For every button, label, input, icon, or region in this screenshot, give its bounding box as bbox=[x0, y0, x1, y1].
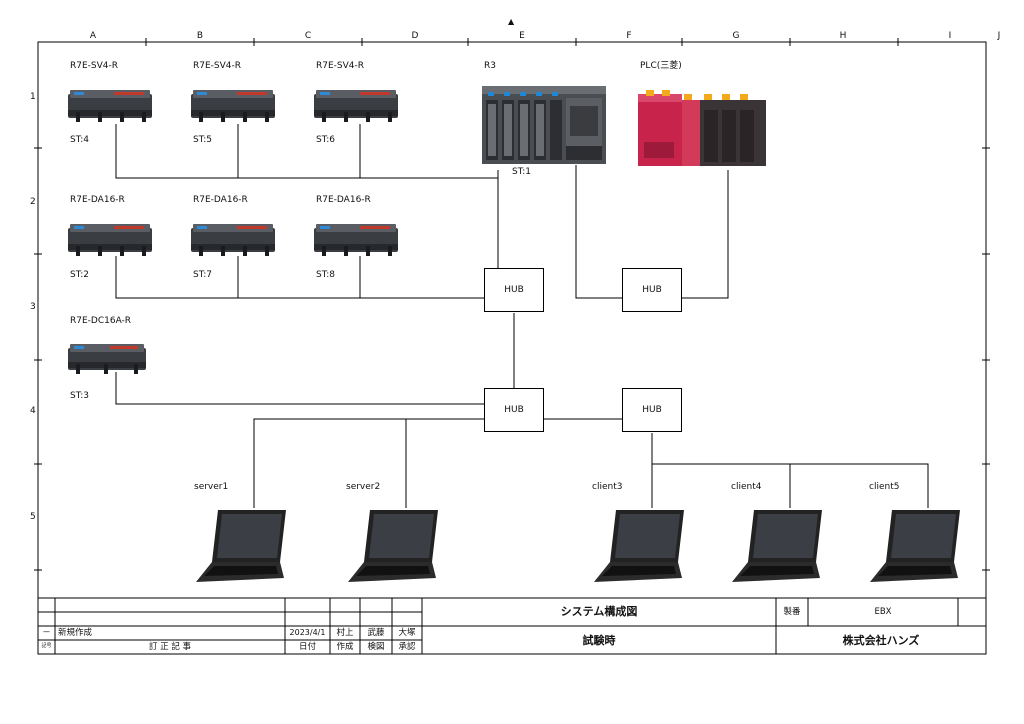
module-st6-picture bbox=[314, 88, 398, 128]
revision-mark: － bbox=[42, 628, 51, 638]
drawn-label: 作成 bbox=[336, 642, 354, 652]
hub-client-label: HUB bbox=[642, 405, 662, 415]
approved-label: 承認 bbox=[398, 642, 416, 652]
computer-server2-label: server2 bbox=[346, 482, 381, 492]
column-label-b: B bbox=[196, 31, 204, 41]
checked-label: 検図 bbox=[367, 642, 385, 652]
top-center-marker: ▲ bbox=[508, 17, 515, 26]
module-st5-picture bbox=[191, 88, 275, 128]
module-st5-model: R7E-SV4-R bbox=[193, 61, 242, 71]
column-label-d: D bbox=[411, 31, 419, 41]
hub-server: HUB bbox=[484, 388, 544, 432]
module-st8-station: ST:8 bbox=[316, 270, 335, 280]
company-name: 株式会社ハンズ bbox=[842, 634, 920, 647]
row-label-5: 5 bbox=[30, 512, 36, 522]
plc-picture bbox=[638, 90, 768, 174]
computer-client5-label: client5 bbox=[869, 482, 900, 492]
checked-by: 武藤 bbox=[367, 628, 385, 638]
row-label-4: 4 bbox=[30, 406, 36, 416]
module-st2-picture bbox=[68, 222, 152, 262]
module-st2-station: ST:2 bbox=[70, 270, 89, 280]
hub-main-label: HUB bbox=[504, 285, 524, 295]
drawn-by: 村上 bbox=[336, 628, 354, 638]
row-label-1: 1 bbox=[30, 92, 36, 102]
laptop-icon bbox=[344, 508, 440, 588]
hub-server-label: HUB bbox=[504, 405, 524, 415]
laptop-icon bbox=[728, 508, 824, 588]
module-st4-station: ST:4 bbox=[70, 135, 89, 145]
module-st3-picture bbox=[68, 342, 146, 380]
column-label-f: F bbox=[626, 31, 632, 41]
module-st7-model: R7E-DA16-R bbox=[193, 195, 248, 205]
module-st4-model: R7E-SV4-R bbox=[70, 61, 119, 71]
column-label-i: I bbox=[948, 31, 952, 41]
module-st4-picture bbox=[68, 88, 152, 128]
column-label-a: A bbox=[89, 31, 97, 41]
module-st8-picture bbox=[314, 222, 398, 262]
module-st2-model: R7E-DA16-R bbox=[70, 195, 125, 205]
module-st3-model: R7E-DC16A-R bbox=[70, 316, 132, 326]
hub-plc: HUB bbox=[622, 268, 682, 312]
r3-station: ST:1 bbox=[512, 167, 531, 177]
hub-client: HUB bbox=[622, 388, 682, 432]
hub-plc-label: HUB bbox=[642, 285, 662, 295]
approved-by: 大塚 bbox=[398, 628, 416, 638]
module-st7-picture bbox=[191, 222, 275, 262]
column-label-h: H bbox=[839, 31, 847, 41]
module-st6-model: R7E-SV4-R bbox=[316, 61, 365, 71]
column-label-c: C bbox=[304, 31, 312, 41]
laptop-icon bbox=[590, 508, 686, 588]
module-st7-station: ST:7 bbox=[193, 270, 212, 280]
product-no-label: 製番 bbox=[783, 607, 801, 617]
column-label-j: J bbox=[997, 31, 1001, 41]
module-st8-model: R7E-DA16-R bbox=[316, 195, 371, 205]
computer-client3-label: client3 bbox=[592, 482, 623, 492]
date-label: 日付 bbox=[298, 642, 316, 652]
module-st5-station: ST:5 bbox=[193, 135, 212, 145]
product-no: EBX bbox=[874, 607, 892, 617]
row-label-2: 2 bbox=[30, 197, 36, 207]
rev-no-label: 記号 bbox=[41, 643, 52, 649]
hub-main: HUB bbox=[484, 268, 544, 312]
r3-model: R3 bbox=[484, 61, 496, 71]
column-label-g: G bbox=[732, 31, 740, 41]
row-label-3: 3 bbox=[30, 302, 36, 312]
revision-note: 新規作成 bbox=[58, 628, 93, 638]
laptop-icon bbox=[866, 508, 962, 588]
laptop-icon bbox=[192, 508, 288, 588]
module-st6-station: ST:6 bbox=[316, 135, 335, 145]
column-label-e: E bbox=[519, 31, 525, 41]
r3-picture bbox=[482, 86, 606, 172]
rev-record-label: 訂 正 記 事 bbox=[148, 642, 192, 652]
drawing-subtitle: 試験時 bbox=[582, 634, 616, 647]
computer-client4-label: client4 bbox=[731, 482, 762, 492]
module-st3-station: ST:3 bbox=[70, 391, 89, 401]
drawing-title: システム構成図 bbox=[560, 605, 638, 618]
computer-server1-label: server1 bbox=[194, 482, 229, 492]
revision-date: 2023/4/1 bbox=[289, 628, 326, 637]
plc-label: PLC(三菱) bbox=[640, 61, 682, 71]
